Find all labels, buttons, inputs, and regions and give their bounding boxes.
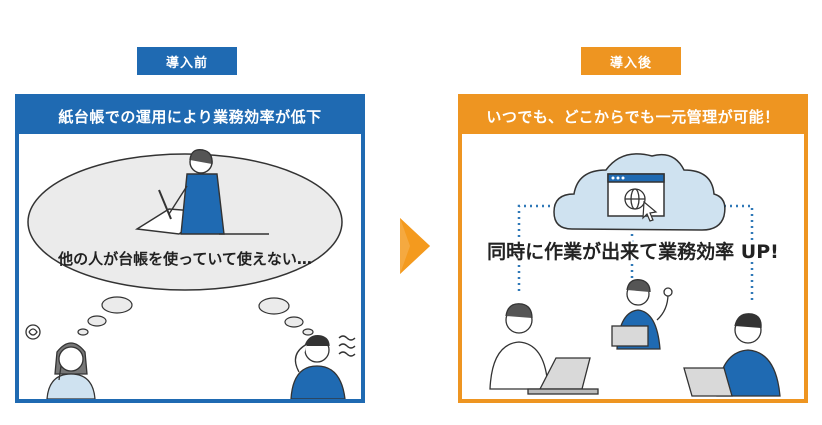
globe-icon [624,188,646,210]
before-illustration: 他の人が台帳を使っていて使えない… [25,149,356,399]
before-panel-header: 紙台帳での運用により業務効率が低下 [19,98,361,134]
worried-woman-illustration [25,324,96,399]
cursor-icon [642,200,658,222]
before-panel: 紙台帳での運用により業務効率が低下 他の人が台帳を使っていて使えない… [15,94,365,403]
after-tag: 導入後 [581,47,681,75]
after-headline: 同時に作業が出来て業務効率 UP! [487,240,779,263]
right-arrow-icon [400,218,430,274]
browser-window-icon [607,173,665,217]
before-tag: 導入前 [137,47,237,75]
troubled-man-illustration [290,335,356,399]
after-illustration: 同時に作業が出来て業務効率 UP! [485,153,781,397]
after-panel: いつでも、どこからでも一元管理が可能！ 同時に作業が出来て業務効率 UP! [458,94,808,403]
bubble-text: 他の人が台帳を使っていて使えない… [57,250,312,268]
person-writing-illustration [134,149,269,235]
worker-left-illustration [489,303,599,395]
worker-right-illustration [683,313,781,397]
worker-center-illustration [611,279,673,350]
after-panel-header: いつでも、どこからでも一元管理が可能！ [462,98,804,134]
